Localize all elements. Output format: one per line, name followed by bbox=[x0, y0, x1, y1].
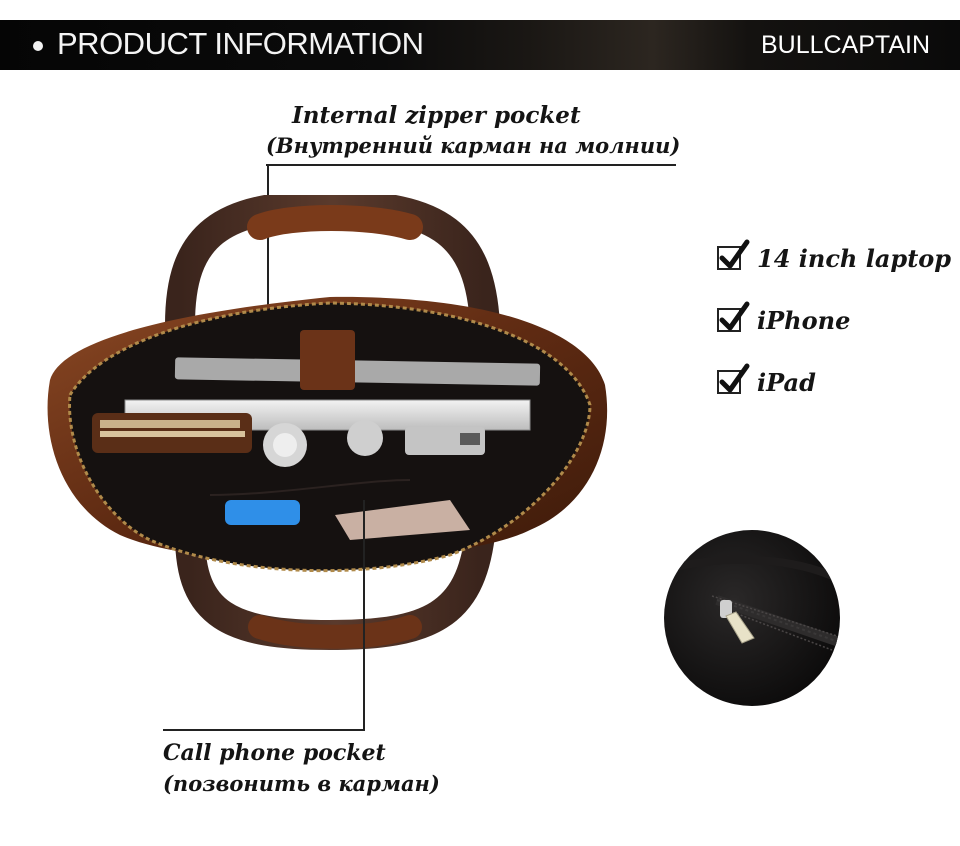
briefcase-image bbox=[47, 195, 608, 651]
internal-pocket-leader bbox=[267, 164, 269, 350]
feature-item-laptop: 14 inch laptop bbox=[717, 239, 952, 274]
section-title: PRODUCT INFORMATION bbox=[57, 26, 424, 61]
feature-item-iphone: iPhone bbox=[717, 301, 851, 336]
checkbox-icon bbox=[717, 363, 750, 394]
internal-pocket-label: Internal zipper pocket bbox=[292, 102, 581, 129]
check-icon bbox=[719, 239, 750, 269]
phone-pocket-label-ru: (позвонить в карман) bbox=[163, 771, 440, 796]
header-banner: PRODUCT INFORMATION BULLCAPTAIN bbox=[0, 20, 960, 70]
brand-name: BULLCAPTAIN bbox=[760, 31, 930, 59]
internal-pocket-label-ru: (Внутренний карман на молнии) bbox=[266, 133, 681, 158]
checkbox-icon bbox=[717, 301, 750, 332]
internal-pocket-underline bbox=[266, 164, 676, 166]
zipper-detail-image bbox=[664, 530, 840, 706]
feature-label: iPhone bbox=[757, 305, 851, 335]
bullet-icon bbox=[33, 41, 43, 51]
feature-label: 14 inch laptop bbox=[757, 243, 952, 273]
phone-pocket-underline bbox=[163, 729, 365, 731]
check-icon bbox=[719, 363, 750, 393]
check-icon bbox=[719, 301, 750, 331]
feature-label: iPad bbox=[757, 367, 816, 397]
feature-item-ipad: iPad bbox=[717, 363, 816, 398]
checkbox-icon bbox=[717, 239, 750, 270]
phone-pocket-leader bbox=[363, 500, 365, 730]
phone-pocket-label: Call phone pocket bbox=[163, 740, 386, 766]
